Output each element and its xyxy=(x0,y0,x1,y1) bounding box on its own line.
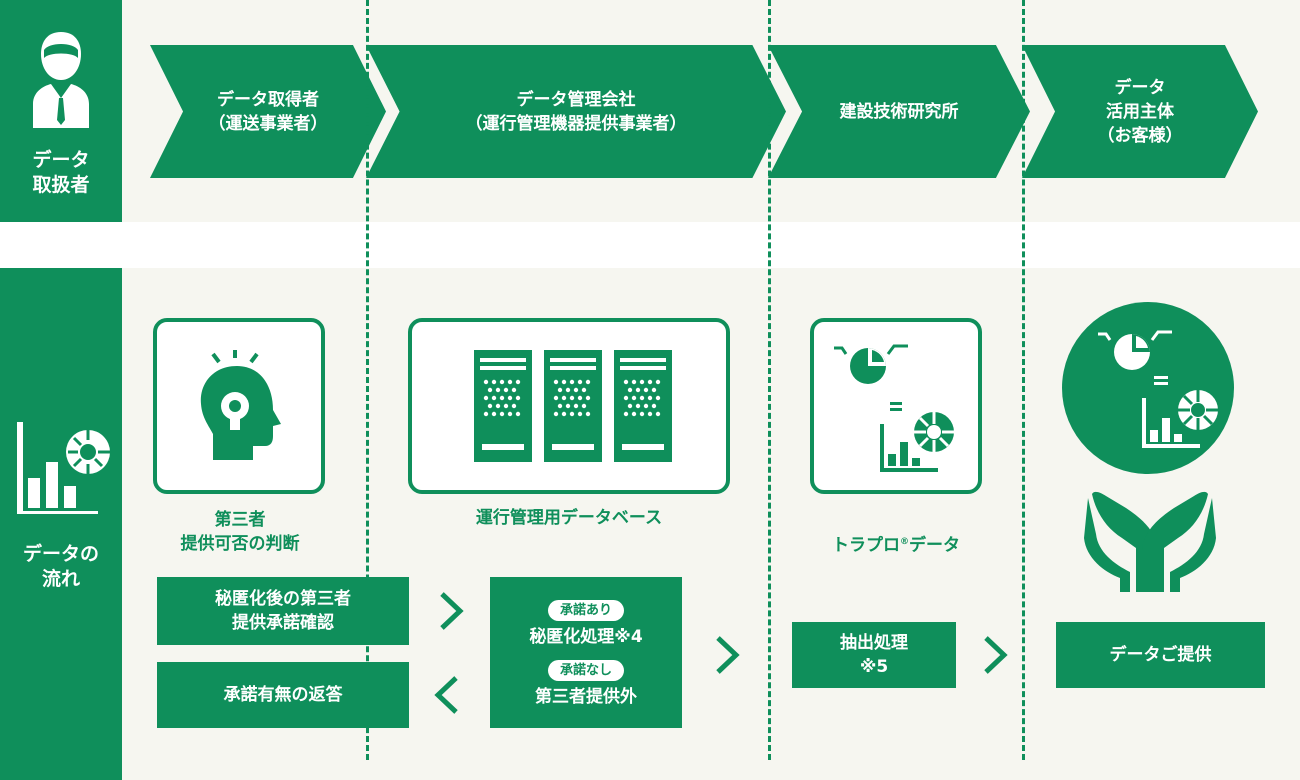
flow-label: データの 流れ xyxy=(22,543,99,590)
head-lightbulb-icon xyxy=(200,350,281,460)
chevron-right-icon xyxy=(440,592,464,630)
consent-no-text: 第三者提供外 xyxy=(535,686,637,707)
trapro-caption-main: トラプロ xyxy=(832,535,900,556)
trapro-caption: トラプロ®データ xyxy=(790,506,1002,558)
column-divider xyxy=(366,0,369,760)
actor-arrow-data-user: データ 活用主体 （お客様） xyxy=(1022,45,1258,178)
chevron-right-icon xyxy=(984,636,1008,674)
person-icon xyxy=(33,32,89,128)
anonymization-box: 承諾あり 秘匿化処理※4 承諾なし 第三者提供外 xyxy=(490,577,682,728)
judgment-caption: 第三者 提供可否の判断 xyxy=(180,510,300,554)
chevron-left-icon xyxy=(434,676,458,714)
column-divider xyxy=(1022,0,1025,760)
flow-sidebar: データの 流れ xyxy=(0,268,122,780)
actor-label: データ管理会社 （運行管理機器提供事業者） xyxy=(465,89,687,134)
consent-no-badge: 承諾なし xyxy=(547,659,624,681)
chevron-right-icon xyxy=(716,636,740,674)
trapro-icon-frame xyxy=(810,318,982,494)
consent-yes-text: 秘匿化処理※4 xyxy=(529,626,643,647)
server-rack-icon xyxy=(474,350,672,462)
data-conversion-icon xyxy=(834,344,954,472)
actor-arrow-research-institute: 建設技術研究所 xyxy=(768,45,1030,178)
hands-holding-data-icon xyxy=(1062,302,1234,592)
delivery-box: データご提供 xyxy=(1056,622,1265,688)
database-caption: 運行管理用データベース xyxy=(475,508,663,528)
consent-yes-badge: 承諾あり xyxy=(547,599,624,621)
registered-mark: ® xyxy=(900,537,909,547)
consent-check-box: 秘匿化後の第三者 提供承諾確認 xyxy=(157,577,409,645)
judgment-icon-frame xyxy=(153,318,325,494)
handlers-sidebar: データ 取扱者 xyxy=(0,0,122,222)
column-divider xyxy=(768,0,771,760)
handlers-label: データ 取扱者 xyxy=(32,149,90,196)
actor-label: データ 活用主体 （お客様） xyxy=(1097,77,1183,146)
extraction-box: 抽出処理 ※5 xyxy=(792,622,956,688)
consent-reply-box: 承諾有無の返答 xyxy=(157,662,409,728)
actor-label: データ取得者 （運送事業者） xyxy=(208,89,328,134)
actor-arrow-data-manager: データ管理会社 （運行管理機器提供事業者） xyxy=(366,45,786,178)
actor-label: 建設技術研究所 xyxy=(839,101,959,122)
database-icon-frame xyxy=(408,318,730,494)
actor-arrow-data-acquirer: データ取得者 （運送事業者） xyxy=(150,45,386,178)
chart-analysis-icon xyxy=(17,422,110,514)
trapro-caption-tail: データ xyxy=(909,535,960,556)
